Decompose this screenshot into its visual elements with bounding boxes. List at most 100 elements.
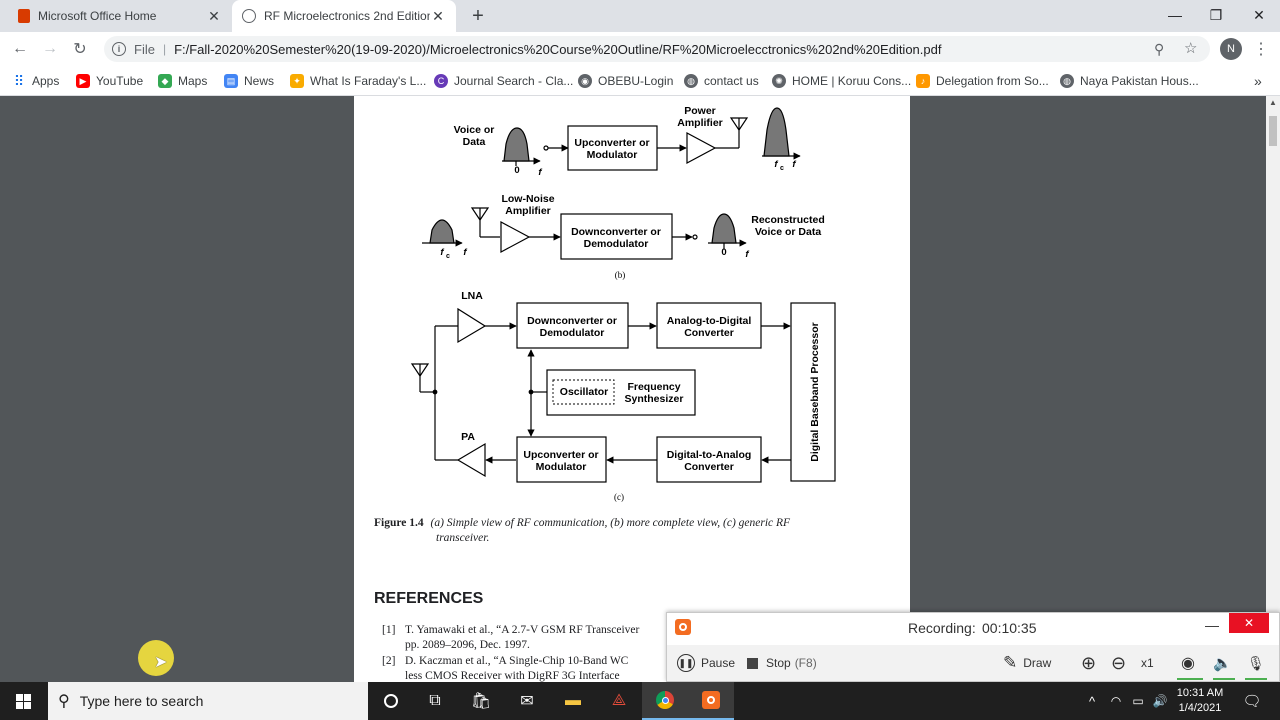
webcam-icon[interactable]: ◉ [1181,655,1195,672]
taskbar-search-box[interactable]: ⚲ Type here to search [48,682,368,720]
clock-date: 1/4/2021 [1178,702,1222,714]
tab-office-home[interactable]: Microsoft Office Home ✕ [8,0,232,32]
fig-a-amp-label-2: Amplifier [677,117,723,129]
bookmarks-overflow-button[interactable]: » [1254,73,1262,89]
bookmark-label: News [244,74,275,88]
stop-label: Stop [766,656,791,670]
bookmark-contact-us[interactable]: ◍ contact us [684,72,759,90]
zoom-icon[interactable]: ⚲ [1154,41,1165,57]
bookmark-obebu[interactable]: ◉ OBEBU-Login [578,72,673,90]
url-text[interactable]: F:/Fall-2020%20Semester%20(19-09-2020)/M… [174,41,942,57]
recorder-minimize-button[interactable]: — [1205,617,1219,633]
fig-a-axis-fc: f [774,159,778,170]
wifi-icon[interactable]: ◠ [1110,694,1122,708]
zoom-in-icon[interactable]: ⊕ [1081,652,1097,673]
file-explorer-icon[interactable]: ▬ [565,692,581,709]
bookmarks-bar: ⠿ Apps ▶ YouTube ◆ Maps ▤ News ✦ What Is… [0,66,1280,96]
recording-time: 00:10:35 [982,620,1037,636]
volume-icon[interactable]: 🔊 [1152,694,1168,708]
cortana-icon[interactable] [368,682,414,720]
fig-c-dac-2: Converter [684,461,734,473]
close-tab-icon[interactable]: ✕ [208,7,220,24]
recording-status: Recording: [908,620,976,636]
bookmark-label: What Is Faraday's L... [310,74,427,88]
figure-caption: Figure 1.4 (a) Simple view of RF communi… [374,516,894,531]
menu-kebab-icon[interactable]: ⋮ [1253,41,1269,58]
info-icon[interactable]: i [112,42,126,56]
stop-button[interactable]: Stop (F8) [747,653,817,673]
fig-c-dac-1: Digital-to-Analog [667,449,752,461]
star-bookmark-icon[interactable]: ☆ [1184,40,1198,57]
windows-start-icon[interactable] [0,682,46,720]
store-icon[interactable]: 🛍 [470,693,492,710]
reference-number: [1] [382,624,396,636]
fig-c-downconv-2: Demodulator [540,327,605,339]
microphone-icon[interactable]: 🎙 [1247,654,1265,671]
fig-c-caption: (c) [614,492,624,502]
bookmark-youtube[interactable]: ▶ YouTube [76,72,143,90]
fig-c-adc-1: Analog-to-Digital [667,315,752,327]
fig-a-amp-label-1: Power [684,105,716,117]
bookmark-label: Apps [32,74,60,88]
scroll-up-arrow-icon[interactable]: ▲ [1269,98,1277,107]
references-heading: REFERENCES [374,590,484,607]
reference-line: less CMOS Receiver with DigRF 3G Interfa… [405,670,620,682]
fig-c-adc-2: Converter [684,327,734,339]
vertical-scrollbar[interactable]: ▲ [1266,96,1280,682]
screen-recorder-taskbar-icon[interactable] [688,682,734,720]
close-window-button[interactable]: ✕ [1253,6,1265,23]
news-icon: ▤ [224,74,238,88]
bookmark-faraday[interactable]: ✦ What Is Faraday's L... [290,72,426,90]
fig-c-dbp: Digital Baseband Processor [809,322,821,461]
reference-number: [2] [382,655,396,667]
scrollbar-thumb[interactable] [1269,116,1277,146]
new-tab-button[interactable]: + [472,4,484,27]
fig-a-input-label-1: Voice or [454,124,495,136]
bookmark-label: contact us [704,74,759,88]
speaker-icon[interactable]: 🔈 [1213,655,1232,672]
recorder-titlebar: Recording: 00:10:35 — ✕ [667,613,1279,641]
bookmark-apps[interactable]: ⠿ Apps [12,72,60,90]
chrome-icon[interactable] [642,682,688,720]
globe-icon: ◍ [1060,74,1074,88]
mail-icon[interactable]: ✉ [520,693,534,710]
minimize-button[interactable]: — [1168,7,1182,23]
tray-overflow-icon[interactable]: ^ [1088,693,1096,709]
fig-b-output-label-2: Voice or Data [755,226,821,238]
figure-caption-label: Figure 1.4 [374,517,424,529]
bookmark-news[interactable]: ▤ News [224,72,274,90]
globe-icon: ◍ [684,74,698,88]
taskbar-clock[interactable]: 10:31 AM 1/4/2021 [1172,682,1228,720]
bookmark-journal-search[interactable]: C Journal Search - Cla... [434,72,573,90]
back-arrow-icon[interactable]: ← [12,40,28,57]
figure-caption-text: (a) Simple view of RF communication, (b)… [430,517,791,529]
pause-button[interactable]: ❚❚ Pause [677,653,735,673]
fig-c-lna-label: LNA [461,290,483,302]
task-view-icon[interactable]: ⧉ [429,692,441,709]
address-bar[interactable]: i File | F:/Fall-2020%20Semester%20(19-0… [104,36,1210,62]
journal-icon: C [434,74,448,88]
draw-button[interactable]: ✎ Draw [1003,653,1051,673]
tab-rf-microelectronics[interactable]: RF Microelectronics 2nd Edition ✕ [232,0,456,32]
bookmark-naya-pakistan[interactable]: ◍ Naya Pakistan Hous... [1060,72,1199,90]
fig-b-block-1: Downconverter or [571,226,661,238]
close-tab-icon[interactable]: ✕ [432,7,444,24]
bookmark-label: Naya Pakistan Hous... [1080,74,1199,88]
bookmark-label: YouTube [96,74,144,88]
pdf-reader-icon[interactable]: ⟁ [611,692,627,709]
bookmark-maps[interactable]: ◆ Maps [158,72,207,90]
maximize-button[interactable]: ❐ [1209,6,1223,23]
profile-avatar[interactable]: N [1220,38,1242,60]
tab-strip: Microsoft Office Home ✕ RF Microelectron… [0,0,1280,32]
forward-arrow-icon[interactable]: → [42,40,58,57]
bookmark-delegation[interactable]: ♪ Delegation from So... [916,72,1049,90]
recorder-close-button[interactable]: ✕ [1229,613,1269,633]
notifications-icon[interactable]: 🗨 [1242,693,1262,710]
reload-icon[interactable]: ↻ [73,41,87,58]
fig-b-output-label-1: Reconstructed [751,214,825,226]
fig-c-pa-label: PA [461,431,475,443]
bookmark-koruu[interactable]: ✺ HOME | Koruu Cons... [772,72,911,90]
battery-icon[interactable]: ▭ [1132,694,1144,708]
pause-icon: ❚❚ [677,654,695,672]
zoom-out-icon[interactable]: ⊖ [1111,652,1127,673]
